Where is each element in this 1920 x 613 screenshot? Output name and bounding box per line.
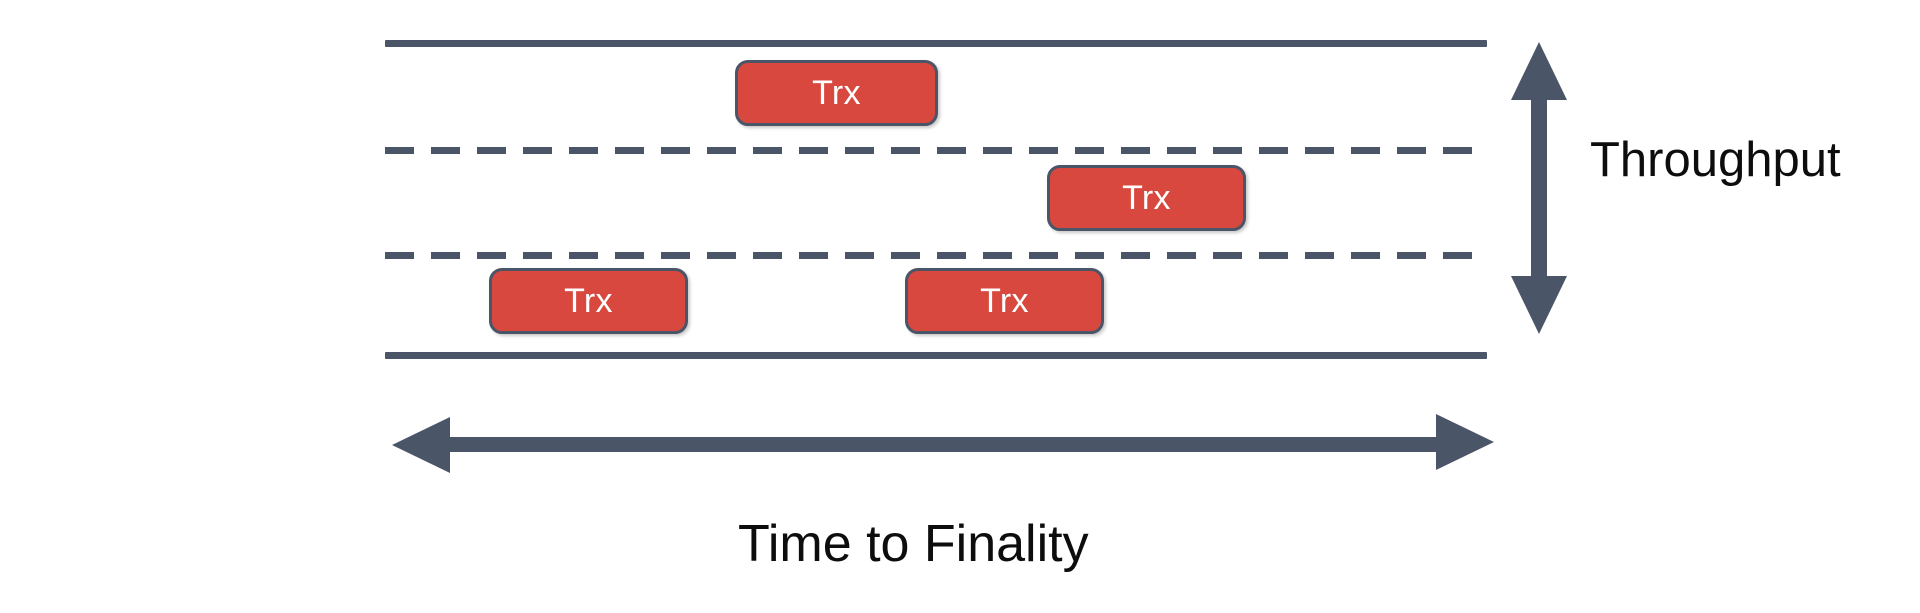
throughput-arrow-head-up: [1511, 42, 1567, 100]
lane-line-top-solid: [385, 40, 1487, 47]
time-to-finality-arrow: [392, 414, 1494, 473]
transaction-block[interactable]: Trx: [489, 268, 688, 334]
lane-line-bottom-solid: [385, 352, 1487, 359]
throughput-arrow: [1511, 42, 1567, 334]
transaction-block[interactable]: Trx: [905, 268, 1104, 334]
transaction-block[interactable]: Trx: [1047, 165, 1246, 231]
lane-line-divider-lower-dashed: [385, 252, 1487, 259]
throughput-arrow-head-down: [1511, 276, 1567, 334]
time-to-finality-axis-label: Time to Finality: [738, 515, 1089, 573]
transaction-block-label: Trx: [1122, 179, 1171, 217]
transaction-block-label: Trx: [564, 282, 613, 320]
transaction-block[interactable]: Trx: [735, 60, 938, 126]
time-arrow-shaft: [446, 437, 1438, 452]
lane-line-divider-upper-dashed: [385, 147, 1487, 154]
throughput-axis-label: Throughput: [1590, 133, 1841, 187]
time-arrow-head-left: [392, 417, 450, 473]
transaction-block-label: Trx: [980, 282, 1029, 320]
throughput-arrow-shaft: [1531, 96, 1547, 282]
transaction-block-label: Trx: [812, 74, 861, 112]
time-arrow-head-right: [1436, 414, 1494, 470]
